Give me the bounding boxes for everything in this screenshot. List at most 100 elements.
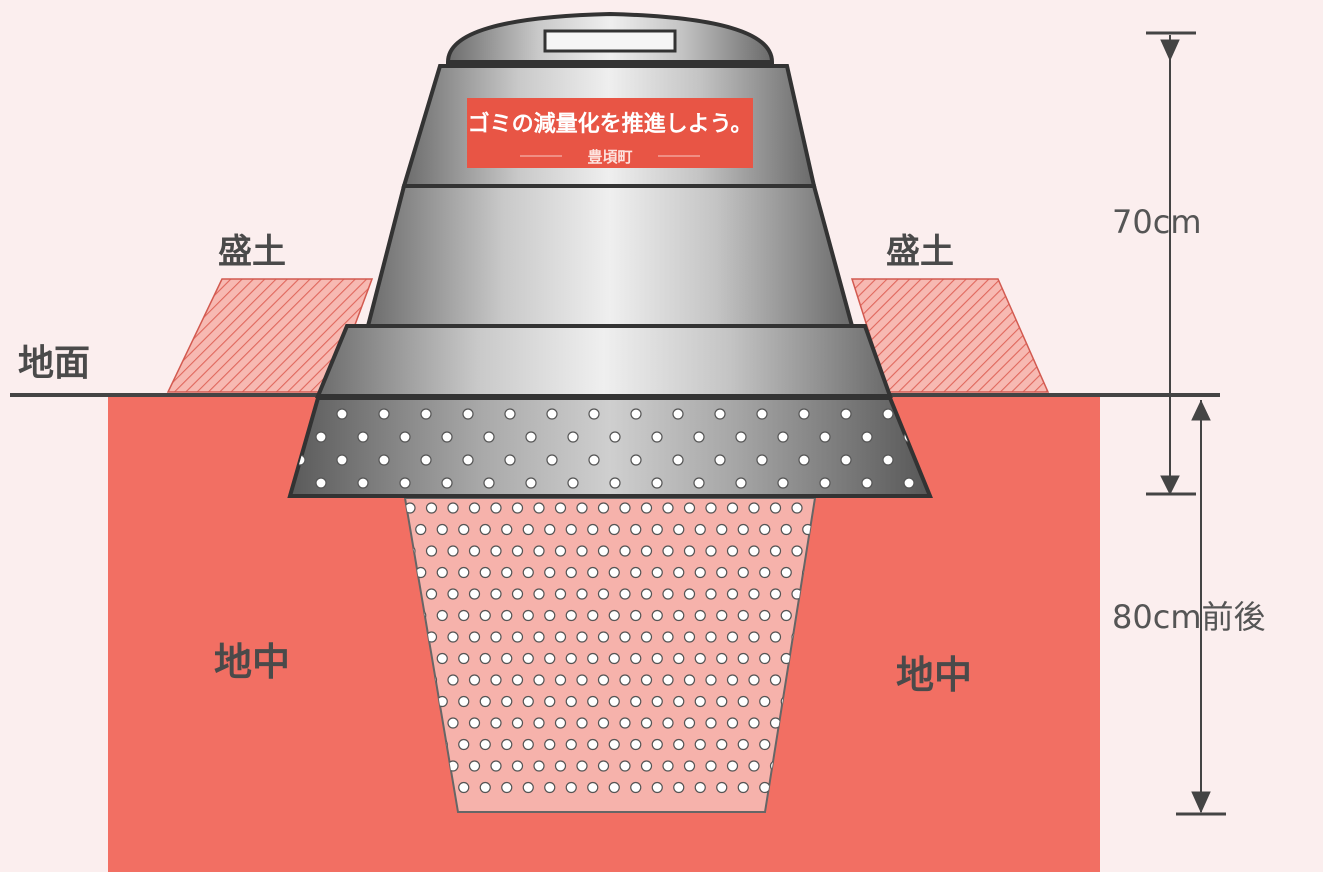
perforation-hole [483, 477, 495, 489]
perforation-hole [458, 523, 470, 536]
label-underground-left: 地中 [214, 640, 290, 684]
perforation-hole [415, 523, 427, 536]
perforation-hole [769, 588, 782, 600]
perforation-hole [735, 431, 747, 443]
dimension-below-ground [1176, 399, 1226, 816]
perforation-hole [554, 674, 567, 686]
perforation-hole [533, 760, 545, 772]
perforation-hole [819, 477, 831, 489]
perforation-hole [619, 545, 631, 557]
perforation-hole [565, 523, 577, 536]
perforation-hole [777, 477, 789, 489]
perforation-hole [737, 695, 749, 708]
perforation-hole [737, 781, 749, 794]
lid-handle [543, 29, 677, 53]
label-underground-right: 地中 [896, 653, 972, 697]
perforation-hole [511, 502, 524, 514]
perforation-hole [479, 566, 491, 579]
perforation-hole [501, 652, 513, 665]
perforation-hole [662, 760, 674, 772]
perforation-hole [748, 545, 760, 557]
perforation-hole [468, 717, 481, 729]
perforation-hole [565, 781, 577, 794]
perforation-hole [597, 502, 610, 514]
perforation-hole [567, 477, 579, 489]
perforation-hole [608, 695, 620, 708]
perforation-hole [683, 674, 696, 686]
perforation-hole [588, 408, 600, 420]
perforation-hole [630, 781, 642, 794]
perforation-hole [576, 717, 588, 729]
perforation-hole [756, 408, 768, 420]
label-mound-right: 盛土 [886, 232, 954, 272]
label-depth-below: 80cm前後 [1112, 598, 1266, 636]
perforation-hole [640, 717, 653, 729]
perforation-hole [544, 781, 556, 794]
container-sticker: ゴミの減量化を推進しよう。 豊頃町 [467, 98, 753, 168]
perforation-hole [490, 760, 502, 772]
perforation-hole [576, 502, 588, 514]
perforation-hole [737, 566, 749, 579]
perforation-hole [357, 477, 369, 489]
perforation-hole [777, 431, 789, 443]
perforation-hole [662, 717, 674, 729]
perforation-hole [436, 609, 448, 622]
perforation-hole [640, 502, 653, 514]
perforation-hole [748, 502, 760, 514]
perforation-hole [468, 502, 481, 514]
perforation-hole [479, 738, 491, 751]
perforation-hole [565, 609, 577, 622]
perforation-hole [608, 652, 620, 665]
perforation-hole [525, 477, 537, 489]
perforation-hole [748, 588, 760, 600]
perforation-hole [748, 760, 760, 772]
perforation-hole [840, 408, 852, 420]
perforation-hole [554, 545, 567, 557]
perforation-hole [522, 609, 534, 622]
dimension-above-ground [1146, 31, 1196, 496]
perforation-hole [651, 477, 663, 489]
perforation-hole [737, 652, 749, 665]
perforation-hole [533, 588, 545, 600]
perforation-hole [882, 408, 894, 420]
perforation-hole [576, 631, 588, 643]
perforation-hole [630, 523, 642, 536]
perforation-hole [490, 502, 502, 514]
perforation-hole [694, 609, 706, 622]
perforation-hole [608, 609, 620, 622]
perforation-hole [479, 609, 491, 622]
perforation-hole [672, 408, 684, 420]
perforation-hole [511, 674, 524, 686]
perforation-hole [819, 431, 831, 443]
perforation-hole [458, 566, 470, 579]
perforation-hole [619, 674, 631, 686]
perforation-hole [769, 502, 782, 514]
perforation-hole [630, 652, 642, 665]
perforation-hole [462, 408, 474, 420]
perforation-hole [694, 695, 706, 708]
perforation-hole [716, 566, 728, 579]
hole-area [403, 497, 817, 813]
perforation-hole [693, 477, 705, 489]
perforation-hole [504, 408, 516, 420]
perforation-hole [479, 695, 491, 708]
perforation-hole [544, 609, 556, 622]
perforation-hole [791, 502, 803, 514]
perforation-hole [759, 566, 771, 579]
perforation-hole [640, 631, 653, 643]
perforation-hole [597, 588, 610, 600]
perforation-hole [597, 545, 610, 557]
perforation-hole [458, 652, 470, 665]
perforation-hole [882, 454, 894, 466]
perforation-hole [544, 523, 556, 536]
perforation-hole [705, 502, 717, 514]
perforation-hole [533, 674, 545, 686]
perforation-hole [511, 631, 524, 643]
perforation-hole [479, 652, 491, 665]
perforation-hole [420, 454, 432, 466]
perforation-hole [683, 631, 696, 643]
perforation-hole [726, 674, 739, 686]
perforation-hole [640, 674, 653, 686]
perforation-hole [619, 717, 631, 729]
